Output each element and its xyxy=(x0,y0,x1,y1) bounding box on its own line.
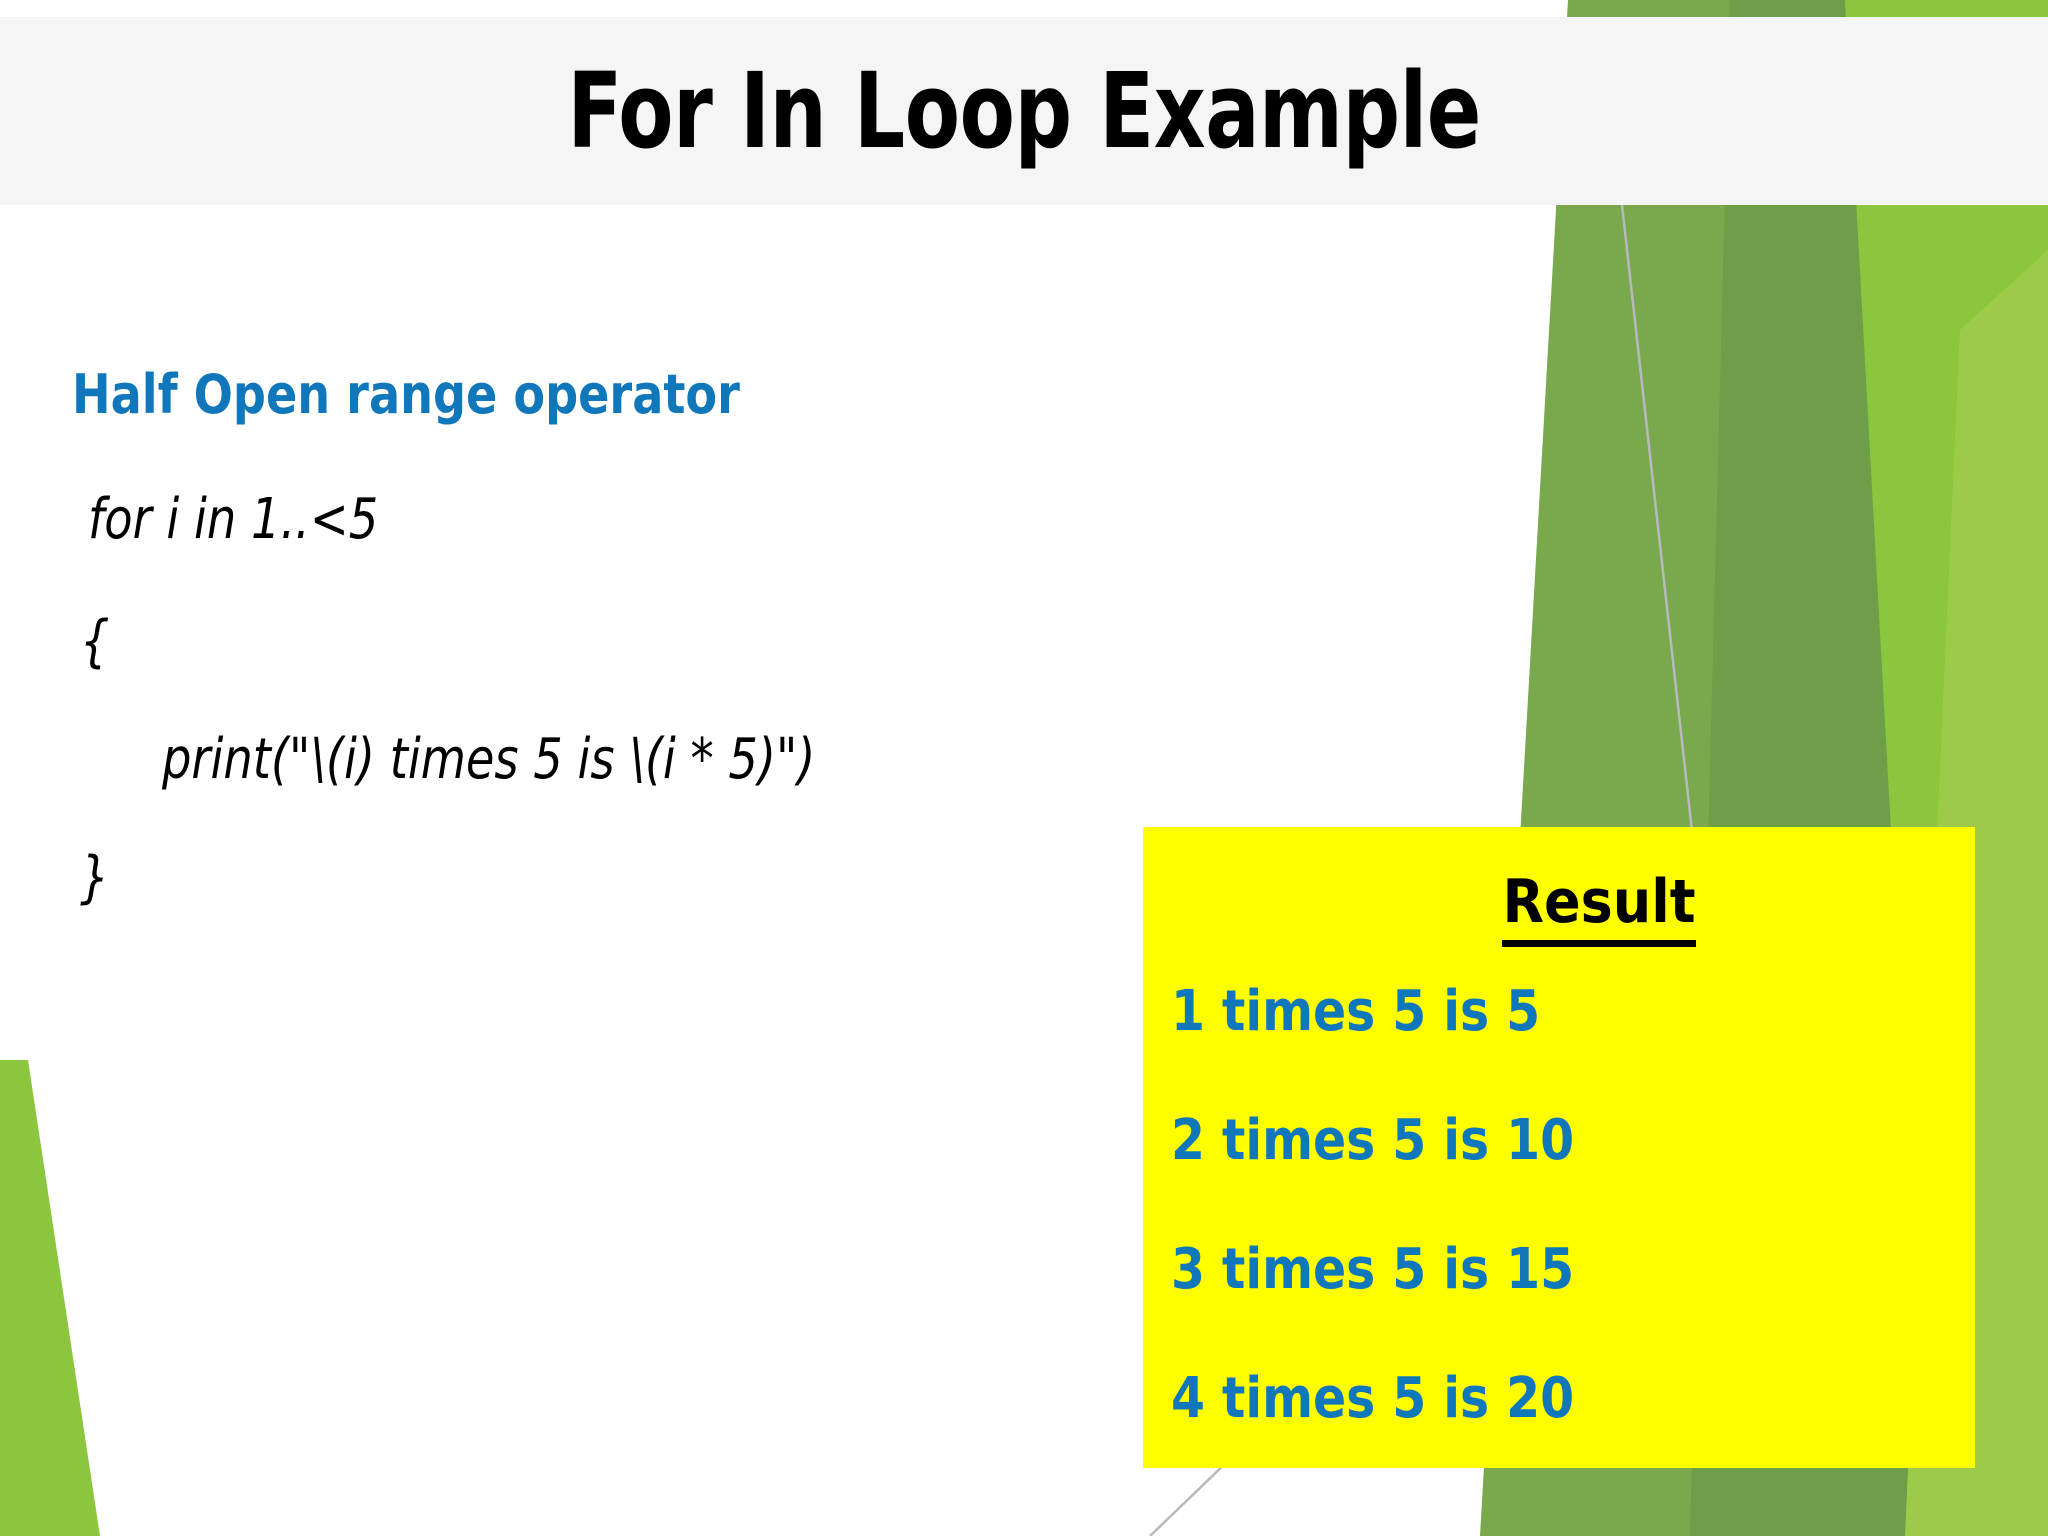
page-title: For In Loop Example xyxy=(567,50,1481,172)
code-line-open-brace: { xyxy=(80,609,110,674)
code-line-for-statement: for i in 1..<5 xyxy=(88,487,379,552)
result-output-line: 3 times 5 is 15 xyxy=(1171,1237,1575,1302)
title-banner: For In Loop Example xyxy=(0,17,2048,205)
code-line-close-brace: } xyxy=(80,845,110,910)
body-content: Half Open range operator for i in 1..<5 … xyxy=(0,205,1200,1536)
result-box: Result 1 times 5 is 5 2 times 5 is 10 3 … xyxy=(1143,827,1975,1468)
result-output-list: 1 times 5 is 5 2 times 5 is 10 3 times 5… xyxy=(1171,979,1951,1431)
result-output-line: 2 times 5 is 10 xyxy=(1171,1108,1575,1173)
code-line-print-statement: print("\(i) times 5 is \(i * 5)") xyxy=(162,727,816,792)
result-output-line: 4 times 5 is 20 xyxy=(1171,1366,1575,1431)
section-subheading: Half Open range operator xyxy=(72,363,740,426)
result-output-line: 1 times 5 is 5 xyxy=(1171,979,1541,1044)
result-box-title: Result xyxy=(1143,867,1975,947)
result-box-title-text: Result xyxy=(1502,867,1696,947)
